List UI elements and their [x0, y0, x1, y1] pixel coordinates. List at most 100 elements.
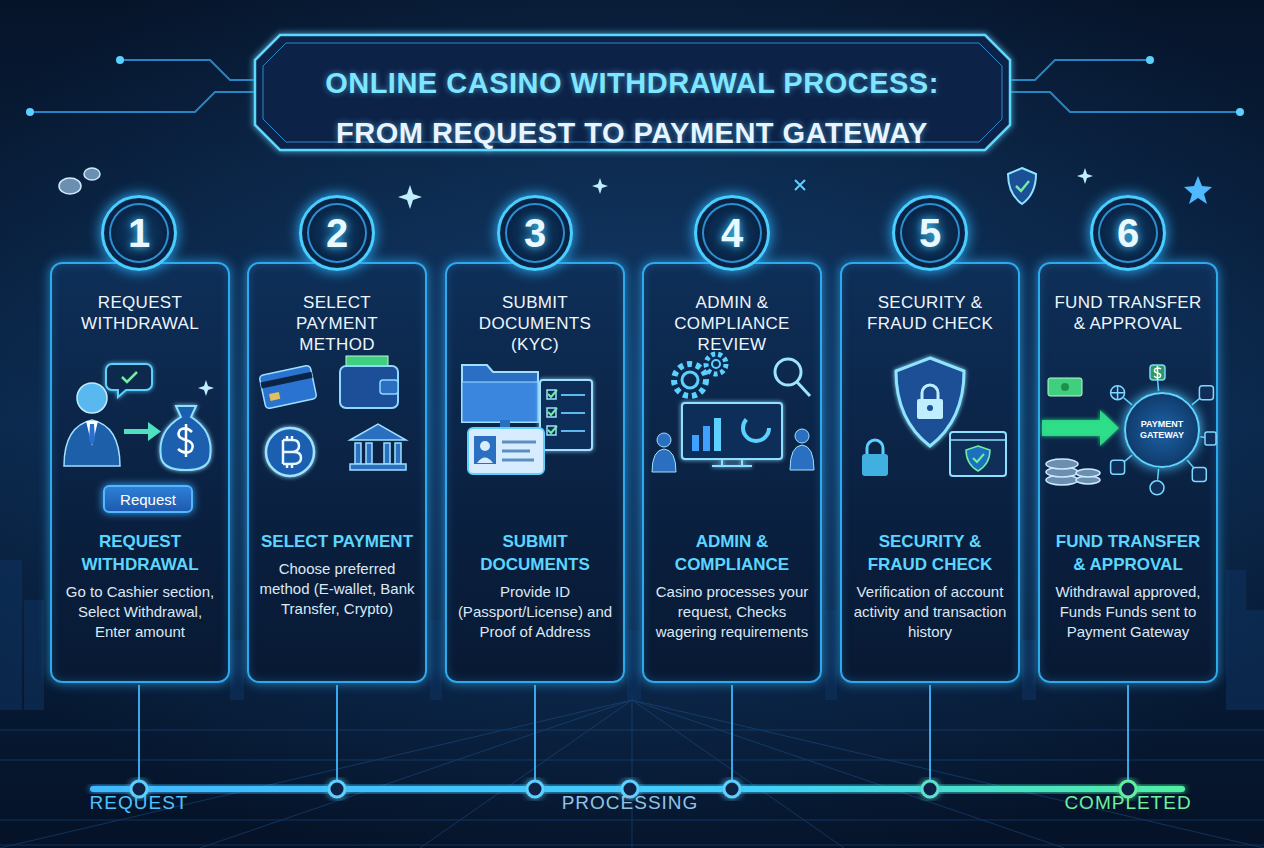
node-heading: ADMIN & COMPLIANCE REVIEW [656, 292, 808, 355]
top-shield-icon [1016, 181, 1029, 191]
sparkle-star [398, 185, 422, 209]
bank-icon [355, 443, 361, 464]
text-zone: REQUEST WITHDRAWALGo to Cashier section,… [60, 530, 220, 642]
node-body-text: Provide ID (Passport/License) and Proof … [455, 582, 615, 642]
circuit-lines [120, 60, 255, 80]
bank-icon [395, 443, 401, 464]
person-icon [77, 383, 107, 413]
sparkle-star [198, 380, 214, 396]
text-zone: 3 [500, 198, 570, 268]
gateway-icon [1192, 467, 1206, 481]
grid-floor [0, 700, 1264, 848]
text-zone: FUND TRANSFER & APPROVALWithdrawal appro… [1048, 530, 1208, 642]
transfer-arrow [148, 422, 161, 441]
reviewer-figure [652, 449, 676, 472]
credit-card-icon [260, 372, 312, 389]
circuit-lines [1010, 60, 1150, 80]
security-shield [917, 399, 943, 419]
wallet-icon [340, 366, 398, 408]
padlock-icon [862, 440, 888, 476]
gateway-spoke [1158, 469, 1159, 480]
flow-arrow [577, 232, 688, 235]
secure-window [966, 446, 990, 471]
reviewer-figure [652, 429, 814, 472]
top-shield-icon [1008, 168, 1036, 204]
gateway-spoke [1192, 398, 1200, 405]
step-number-circle: 1 [101, 195, 177, 271]
dollar-glyph [1154, 366, 1161, 380]
city-skyline [1022, 640, 1036, 700]
node-heading: SUBMIT DOCUMENTS (KYC) [459, 292, 611, 355]
coin-stack [1076, 476, 1100, 484]
magnifier-icon [775, 359, 801, 385]
money-bag [178, 424, 193, 457]
id-card-icon [500, 420, 510, 430]
text-zone: SECURITY & FRAUD CHECK [854, 292, 1006, 334]
node-heading: REQUEST WITHDRAWAL [64, 292, 216, 334]
checklist-document [547, 390, 556, 399]
node-heading: SECURITY & FRAUD CHECK [854, 292, 1006, 334]
city-skyline [1226, 570, 1246, 710]
person-icon [86, 421, 98, 446]
gateway-icon [1205, 432, 1216, 445]
id-card-icon [468, 428, 544, 474]
node-heading: PAYMENT GATEWAY [1132, 419, 1192, 441]
person-icon [64, 420, 120, 466]
coin-stack [1046, 459, 1078, 469]
transfer-arrow [124, 422, 161, 441]
id-card-icon [468, 420, 544, 474]
gateway-icon [1150, 365, 1165, 380]
timeline-dot [329, 781, 345, 797]
flow-arrow [379, 232, 491, 235]
payment-gateway-hub: PAYMENT GATEWAY [1124, 392, 1200, 468]
gateway-icon [1199, 386, 1213, 400]
checklist-document [561, 395, 585, 431]
gear-icon [682, 372, 698, 388]
node-heading: 6 [1117, 211, 1139, 256]
speech-bubble [106, 364, 152, 397]
wallet-icon [380, 380, 398, 394]
checklist-document [540, 380, 592, 450]
timeline-dot [527, 781, 543, 797]
secure-window [950, 439, 1006, 441]
gateway-icon [1111, 386, 1125, 400]
bitcoin-coin [266, 428, 314, 476]
gateway-spoke [1158, 380, 1159, 391]
bank-icon [350, 424, 406, 470]
deco-cross [795, 180, 805, 190]
dashboard-monitor [703, 426, 710, 451]
circuit-dots [1146, 56, 1154, 64]
circuit-lines [30, 92, 255, 112]
circuit-dots [1236, 108, 1244, 116]
node-subheading: REQUEST WITHDRAWAL [60, 530, 220, 576]
gear-icon [674, 364, 706, 396]
credit-card-icon [259, 365, 317, 409]
id-card-icon [474, 436, 496, 464]
id-card-icon [477, 458, 493, 464]
node-heading: 3 [524, 211, 546, 256]
flow-arrow [972, 232, 1084, 235]
magnifier-icon [797, 382, 810, 396]
speech-bubble [106, 364, 152, 397]
text-zone: PAYMENT GATEWAY [1126, 394, 1198, 466]
grid-floor [0, 730, 1264, 845]
node-heading: SELECT PAYMENT METHOD [261, 292, 413, 355]
dollar-glyph [1154, 366, 1161, 380]
step-number-circle: 6 [1090, 195, 1166, 271]
wallet-icon [340, 356, 398, 408]
secure-window [950, 432, 1006, 476]
bitcoin-coin [283, 436, 301, 468]
bank-icon [384, 443, 390, 464]
grid-floor [0, 700, 1264, 848]
node-subheading: SECURITY & FRAUD CHECK [850, 530, 1010, 576]
text-zone: Request [105, 487, 191, 511]
text-zone: 4 [697, 198, 767, 268]
bitcoin-coin [266, 428, 314, 476]
city-skyline [1246, 610, 1264, 710]
person-icon [89, 424, 95, 445]
step-number-circle: 2 [299, 195, 375, 271]
node-subheading: SUBMIT DOCUMENTS [455, 530, 615, 576]
reviewer-figure [657, 433, 671, 447]
